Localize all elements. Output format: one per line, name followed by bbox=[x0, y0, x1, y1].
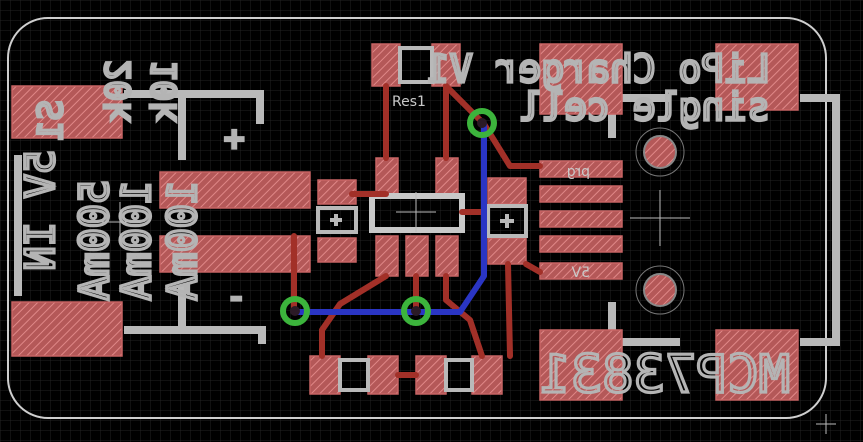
ic-pin-3[interactable] bbox=[435, 235, 459, 277]
res1-body bbox=[398, 46, 434, 84]
battery-minus: - bbox=[226, 277, 246, 317]
battery-label-s1: S1 bbox=[29, 98, 72, 142]
mount-hole-top bbox=[635, 127, 685, 177]
usb-shell-pad-tr[interactable] bbox=[715, 43, 799, 111]
bottom-part-b-pad1[interactable] bbox=[415, 355, 447, 395]
bottom-part-a-pad1[interactable] bbox=[309, 355, 341, 395]
usb-shell-pad-bl[interactable] bbox=[539, 329, 623, 401]
ref-cross-ic bbox=[396, 192, 436, 232]
svg-text:5V IN: 5V IN bbox=[18, 150, 64, 270]
part-number: MCP73831 bbox=[540, 345, 790, 405]
usb-shell-pad-tl[interactable] bbox=[539, 43, 623, 115]
jumper-pad-lower[interactable] bbox=[159, 235, 311, 273]
left-text-100ma-b: 100mA bbox=[158, 178, 207, 302]
pin-label-prg: prg bbox=[567, 164, 590, 180]
jumper-pad-upper[interactable] bbox=[159, 171, 311, 209]
left-text-100ma-a: 100mA bbox=[112, 178, 161, 302]
via-3[interactable] bbox=[401, 296, 431, 326]
via-2[interactable] bbox=[280, 296, 310, 326]
cap-pad-1[interactable] bbox=[317, 179, 357, 205]
svg-text:100mA: 100mA bbox=[160, 180, 206, 300]
bottom-copper-traces bbox=[291, 121, 487, 315]
cap-right-pad-2[interactable] bbox=[487, 237, 527, 265]
usb-pin-2[interactable] bbox=[539, 185, 623, 203]
svg-text:10k: 10k bbox=[145, 60, 185, 121]
res1-label: Res1 bbox=[392, 94, 426, 110]
ic-pin-5[interactable] bbox=[375, 157, 399, 195]
pin-labels: prg 5V bbox=[567, 164, 590, 281]
battery-label-10k: 10k bbox=[143, 58, 186, 123]
svg-text:S1: S1 bbox=[31, 100, 71, 141]
board-title-line1: LiPo Charger V1 bbox=[427, 47, 770, 91]
svg-text:20k: 20k bbox=[99, 60, 139, 121]
cap-pad-2[interactable] bbox=[317, 237, 357, 263]
ic-pin-4[interactable] bbox=[435, 157, 459, 195]
battery-plus: + bbox=[224, 119, 244, 159]
left-text-5vin: 5V IN bbox=[16, 148, 65, 272]
board-outline bbox=[7, 17, 827, 419]
battery-label-20k: 20k bbox=[97, 58, 140, 123]
usb-shell-pad-br[interactable] bbox=[715, 329, 799, 401]
cap-right-pad-1[interactable] bbox=[487, 177, 527, 205]
battery-pad-bottom[interactable] bbox=[11, 301, 123, 357]
mirrored-title-group: LiPo Charger V1 single cell MCP73831 bbox=[425, 45, 791, 406]
usb-pin-3[interactable] bbox=[539, 210, 623, 228]
ref-cross-corner bbox=[816, 414, 836, 434]
left-text-500ma: 500mA bbox=[70, 178, 119, 302]
mount-hole-bottom bbox=[635, 265, 685, 315]
res1-pad-left[interactable] bbox=[371, 43, 401, 87]
usb-pin-4[interactable] bbox=[539, 235, 623, 253]
ic-pin-1[interactable] bbox=[375, 235, 399, 277]
bottom-part-b-pad2[interactable] bbox=[471, 355, 503, 395]
svg-text:500mA: 500mA bbox=[72, 180, 118, 300]
ref-cross-left bbox=[100, 202, 140, 242]
battery-pad-top[interactable] bbox=[11, 85, 123, 139]
cap-body-left bbox=[316, 206, 358, 234]
svg-text:100mA: 100mA bbox=[114, 180, 160, 300]
bottom-part-b-body bbox=[444, 358, 474, 392]
cap-right-body bbox=[486, 204, 528, 238]
bottom-part-a-pad2[interactable] bbox=[367, 355, 399, 395]
left-connector-silk bbox=[14, 90, 266, 344]
via-1[interactable] bbox=[467, 108, 497, 138]
bottom-part-a-body bbox=[338, 358, 370, 392]
ic-pin-2[interactable] bbox=[405, 235, 429, 277]
pin-label-5v: 5V bbox=[571, 265, 590, 281]
board-title-line2: single cell bbox=[518, 85, 770, 129]
